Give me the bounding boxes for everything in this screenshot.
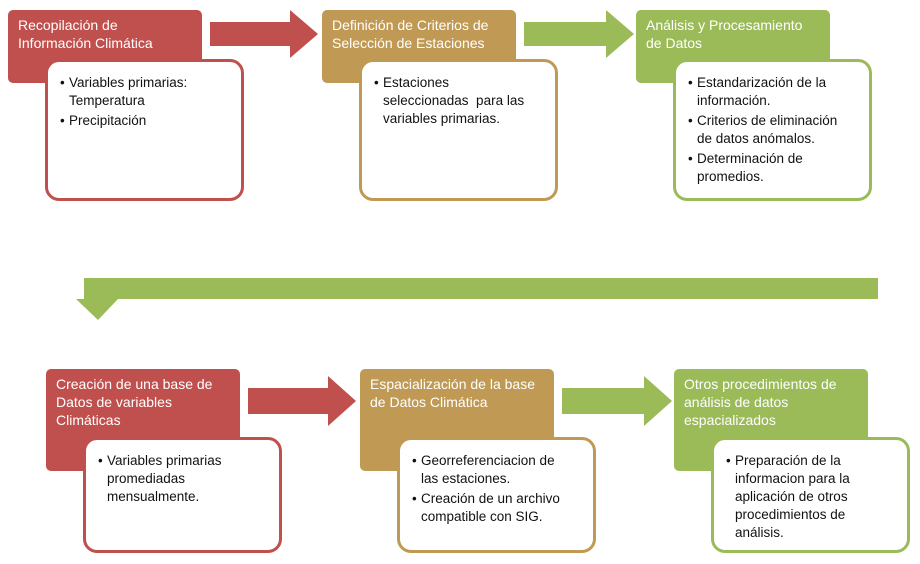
bullet-line: Criterios de eliminación [697, 113, 838, 128]
step-5-detail-card: Georreferenciacion de las estaciones. Cr… [397, 437, 596, 553]
arrow-step5-to-step6 [562, 376, 672, 426]
step-1-bullet: Variables primarias: Temperatura [60, 74, 233, 110]
step-2-detail-card: Estaciones seleccionadas para las variab… [359, 59, 558, 201]
bullet-line: variables primarias. [383, 111, 501, 126]
return-arrow-row1-to-row2 [76, 278, 878, 320]
step-4-detail-card: Variables primarias promediadas mensualm… [83, 437, 282, 553]
step-3-detail-card: Estandarización de la información. Crite… [673, 59, 872, 201]
arrow-step1-to-step2 [210, 10, 318, 58]
bullet-line: informacion para la [735, 471, 850, 486]
step-3-title-line: de Datos [646, 35, 703, 51]
bullet-line: Variables primarias: [69, 75, 188, 90]
step-6-bullet: Preparación de la informacion para la ap… [726, 452, 899, 542]
bullet-line: Determinación de [697, 151, 803, 166]
step-4-title-line: Climáticas [56, 412, 121, 428]
step-6-title-line: espacializados [684, 412, 776, 428]
bullet-line: Precipitación [69, 113, 147, 128]
step-3-title-line: Análisis y Procesamiento [646, 17, 803, 33]
bullet-line: Georreferenciacion de [421, 453, 555, 468]
step-5-title-line: de Datos Climática [370, 394, 488, 410]
bullet-line: Preparación de la [735, 453, 841, 468]
bullet-line: de datos anómalos. [697, 131, 815, 146]
arrow-step4-to-step5 [248, 376, 356, 426]
step-5-title-line: Espacialización de la base [370, 376, 535, 392]
step-4-title-line: Creación de una base de [56, 376, 213, 392]
step-5-bullet: Georreferenciacion de las estaciones. [412, 452, 585, 488]
step-3-bullet: Estandarización de la información. [688, 74, 861, 110]
step-1-header: Recopilación de Información Climática [8, 10, 202, 83]
step-3-bullet: Criterios de eliminación de datos anómal… [688, 112, 861, 148]
step-1-title-line: Información Climática [18, 35, 153, 51]
step-6-detail-card: Preparación de la informacion para la ap… [711, 437, 910, 553]
step-2-title-line: Definición de Criterios de [332, 17, 489, 33]
bullet-line: Estaciones [383, 75, 450, 90]
bullet-line: seleccionadas para las [383, 93, 525, 108]
step-1-bullet: Precipitación [60, 112, 233, 130]
step-4-title-line: Datos de variables [56, 394, 172, 410]
bullet-line: compatible con SIG. [421, 509, 543, 524]
step-6-title-line: análisis de datos [684, 394, 789, 410]
step-2-bullet: Estaciones seleccionadas para las variab… [374, 74, 547, 128]
bullet-line: Temperatura [69, 93, 145, 108]
bullet-line: promedios. [697, 169, 764, 184]
step-6-title-line: Otros procedimientos de [684, 376, 837, 392]
step-4-bullet: Variables primarias promediadas mensualm… [98, 452, 271, 506]
step-1-title-line: Recopilación de [18, 17, 118, 33]
arrow-step2-to-step3 [524, 10, 634, 58]
step-2-title-line: Selección de Estaciones [332, 35, 485, 51]
bullet-line: análisis. [735, 525, 784, 540]
step-1-detail-card: Variables primarias: Temperatura Precipi… [45, 59, 244, 201]
step-3-bullet: Determinación de promedios. [688, 150, 861, 186]
bullet-line: información. [697, 93, 771, 108]
bullet-line: Estandarización de la [697, 75, 827, 90]
step-5-bullet: Creación de un archivo compatible con SI… [412, 490, 585, 526]
bullet-line: promediadas [107, 471, 186, 486]
bullet-line: aplicación de otros [735, 489, 848, 504]
bullet-line: Variables primarias [107, 453, 222, 468]
bullet-line: mensualmente. [107, 489, 200, 504]
bullet-line: Creación de un archivo [421, 491, 560, 506]
bullet-line: las estaciones. [421, 471, 511, 486]
bullet-line: procedimientos de [735, 507, 846, 522]
